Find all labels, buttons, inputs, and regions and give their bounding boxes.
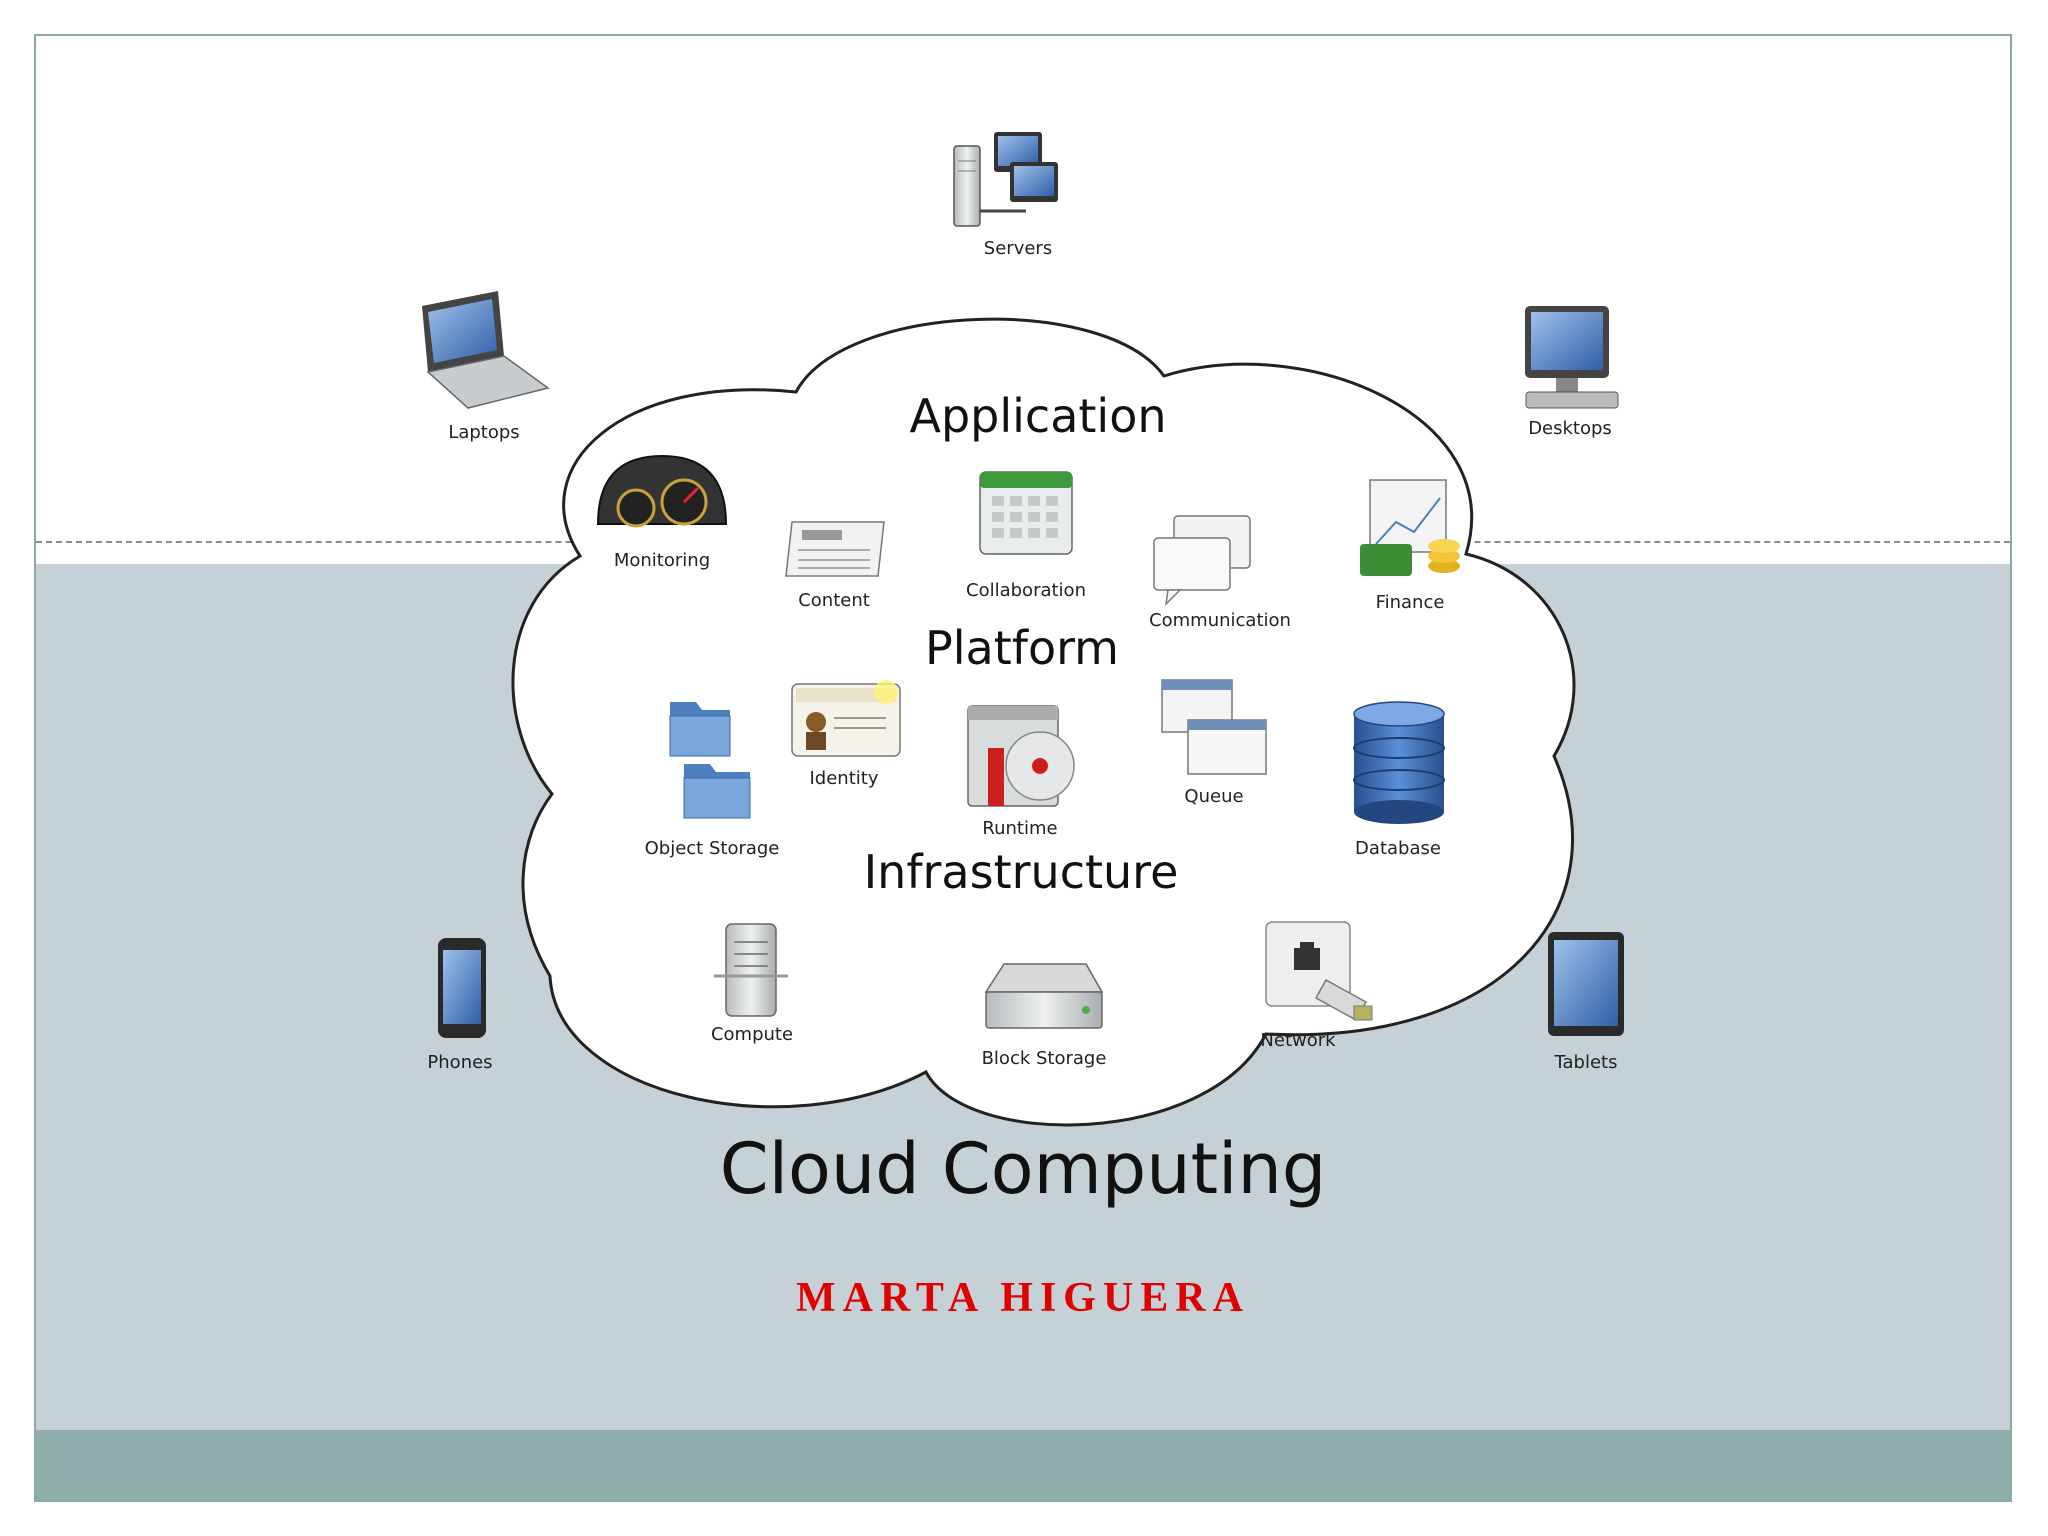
- database-icon: [1353, 701, 1445, 824]
- footer-bar: [36, 1430, 2010, 1500]
- network-label: Network: [1260, 1030, 1336, 1051]
- cloud-diagram: Servers Laptops Desktops Phones Tablets: [422, 132, 1624, 1127]
- layer-infrastructure: Infrastructure: [864, 845, 1179, 899]
- phones-icon: [438, 938, 486, 1038]
- monitoring-icon: [596, 454, 728, 528]
- database-label: Database: [1355, 838, 1441, 859]
- communication-label: Communication: [1149, 610, 1291, 631]
- laptops-label: Laptops: [448, 422, 519, 443]
- layer-application: Application: [909, 389, 1166, 443]
- laptops-icon: [422, 291, 550, 409]
- compute-icon: [714, 923, 788, 1017]
- identity-icon: [791, 680, 901, 757]
- tablets-icon: [1548, 932, 1624, 1036]
- compute-label: Compute: [711, 1024, 793, 1045]
- desktops-label: Desktops: [1528, 418, 1612, 439]
- identity-label: Identity: [810, 768, 879, 789]
- slide: Servers Laptops Desktops Phones Tablets: [34, 34, 2012, 1502]
- block-storage-icon: [984, 963, 1104, 1029]
- object-storage-icon: [669, 702, 751, 819]
- finance-icon: [1360, 479, 1460, 576]
- monitoring-label: Monitoring: [614, 550, 710, 571]
- content-label: Content: [798, 590, 870, 611]
- network-icon: [1265, 921, 1373, 1022]
- runtime-icon: [967, 705, 1075, 807]
- desktops-icon: [1525, 306, 1619, 409]
- queue-icon: [1161, 679, 1267, 775]
- communication-icon: [1153, 515, 1251, 607]
- collaboration-icon: [979, 471, 1073, 555]
- queue-label: Queue: [1184, 786, 1243, 807]
- collaboration-label: Collaboration: [966, 580, 1086, 601]
- block-storage-label: Block Storage: [982, 1048, 1107, 1069]
- slide-title: Cloud Computing: [719, 1128, 1327, 1210]
- servers-label: Servers: [984, 238, 1052, 259]
- object-storage-label: Object Storage: [645, 838, 780, 859]
- finance-label: Finance: [1376, 592, 1445, 613]
- content-icon: [785, 521, 885, 577]
- runtime-label: Runtime: [982, 818, 1057, 839]
- phones-label: Phones: [427, 1052, 492, 1073]
- tablets-label: Tablets: [1554, 1052, 1618, 1073]
- layer-platform: Platform: [925, 621, 1119, 675]
- author-name: MARTA HIGUERA: [796, 1275, 1250, 1321]
- servers-icon: [953, 132, 1058, 227]
